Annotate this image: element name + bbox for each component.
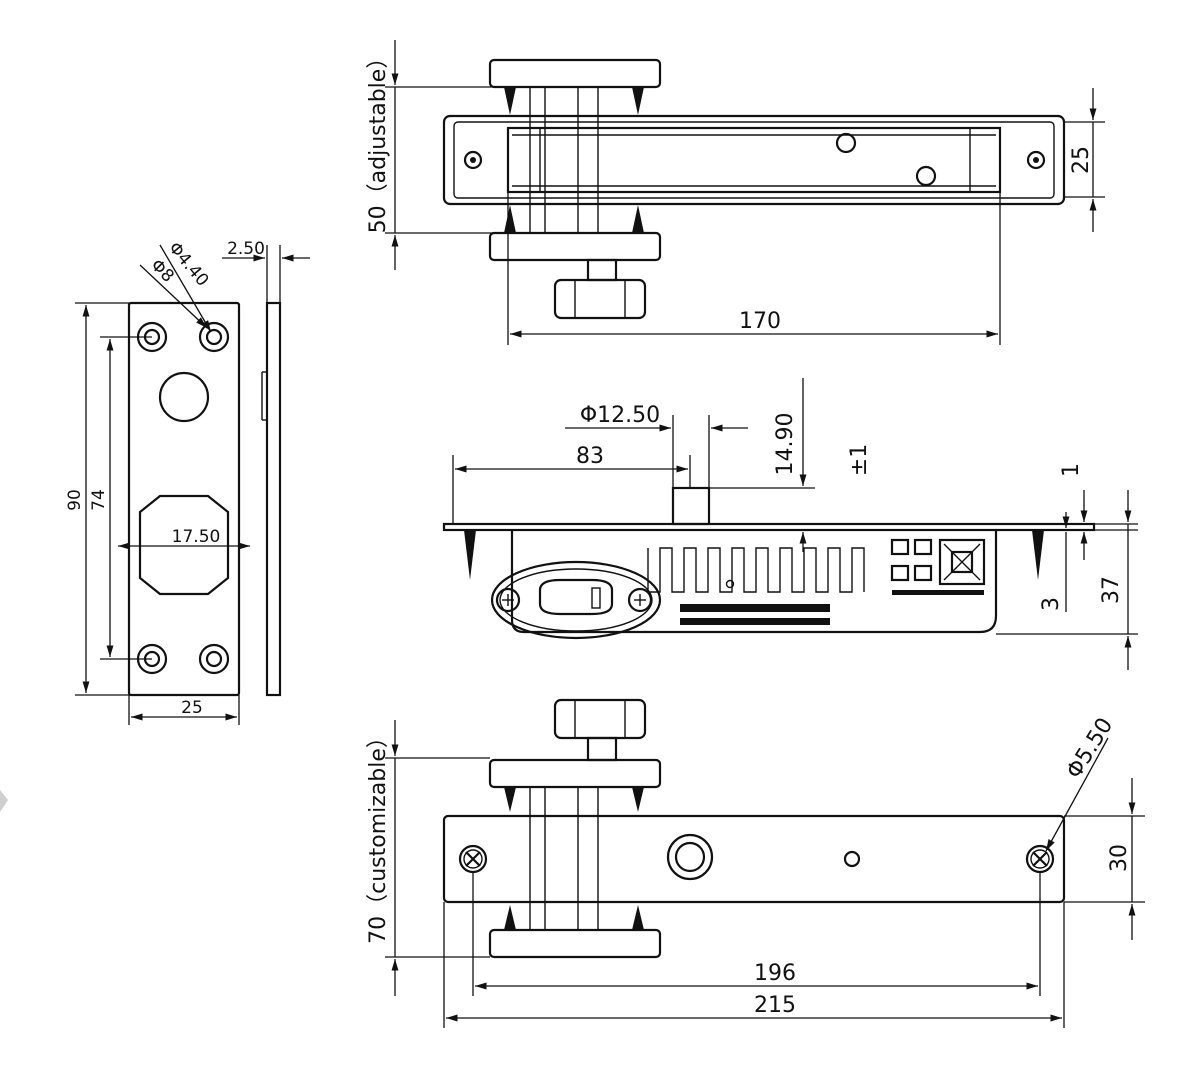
top-length-label: 170 xyxy=(739,309,781,334)
plate-thickness-label: 2.50 xyxy=(227,239,265,259)
top-mount-hole-right xyxy=(1026,150,1046,170)
plate-bolt-slot xyxy=(138,494,230,596)
cylinder-screw-right xyxy=(627,587,653,613)
front-plate-view: 90 74 17.50 25 2.50 Φ4.40 Φ8 xyxy=(65,238,310,725)
screw-diameter-label: Φ5.50 xyxy=(1062,714,1118,783)
key-cylinder xyxy=(490,560,662,640)
side-flange xyxy=(442,522,1096,532)
top-body-inner xyxy=(506,126,1002,194)
plate-hole-top-right xyxy=(198,321,230,353)
bottom-hole-spacing-label: 196 xyxy=(754,961,796,986)
plate-height-label: 90 xyxy=(65,489,85,511)
top-screw-2 xyxy=(915,165,937,187)
bottom-length-label: 215 xyxy=(754,993,796,1018)
top-cap-lower xyxy=(488,231,662,262)
bottom-body xyxy=(442,814,1066,904)
bottom-screw-left xyxy=(458,844,488,874)
bottom-view: Φ5.50 70（customizable） 30 196 215 xyxy=(366,698,1145,1028)
adjustable-label: 50（adjustable） xyxy=(366,47,391,234)
plate-width-label: 25 xyxy=(181,698,203,718)
spindle-offset-label: 83 xyxy=(576,444,604,469)
top-cap-upper xyxy=(488,58,662,89)
top-body-outer xyxy=(442,114,1066,206)
thread-label: 3 xyxy=(1039,597,1064,611)
plate-round-opening xyxy=(158,371,210,423)
cylinder-screw-left xyxy=(495,587,521,613)
plate-slot-width-label: 17.50 xyxy=(172,527,221,547)
bottom-cap-lower xyxy=(488,928,662,959)
depth-label: 37 xyxy=(1099,576,1124,604)
plate-side-profile xyxy=(265,301,282,697)
bottom-width-label: 30 xyxy=(1107,844,1132,872)
plate-hole-spacing-label: 74 xyxy=(89,489,109,511)
flange-thickness-label: 1 xyxy=(1059,463,1084,477)
spindle-height-label: 14.90 xyxy=(773,413,798,476)
spike xyxy=(504,87,516,115)
bottom-spindle-hole xyxy=(666,833,714,881)
side-fins xyxy=(647,547,865,593)
plate-outline xyxy=(127,301,241,697)
connector-ports xyxy=(890,538,986,595)
bottom-cap-upper xyxy=(488,758,662,789)
bottom-screw-right xyxy=(1025,844,1055,874)
top-mount-hole-left xyxy=(463,150,483,170)
spindle-diameter-label: Φ12.50 xyxy=(580,403,660,428)
bottom-small-hole xyxy=(843,850,861,868)
adjust-knob xyxy=(553,278,647,320)
tolerance-label: ±1 xyxy=(847,444,872,476)
top-screw-1 xyxy=(835,132,857,154)
top-view: 50（adjustable） 25 170 xyxy=(366,40,1105,345)
side-view: Φ12.50 83 14.90 ±1 1 3 37 xyxy=(442,378,1138,670)
side-spindle xyxy=(671,486,711,526)
bottom-knob xyxy=(553,698,647,740)
customizable-label: 70（customizable） xyxy=(366,726,391,944)
top-width-label: 25 xyxy=(1069,146,1094,174)
plate-hole-bottom-right xyxy=(198,643,230,675)
